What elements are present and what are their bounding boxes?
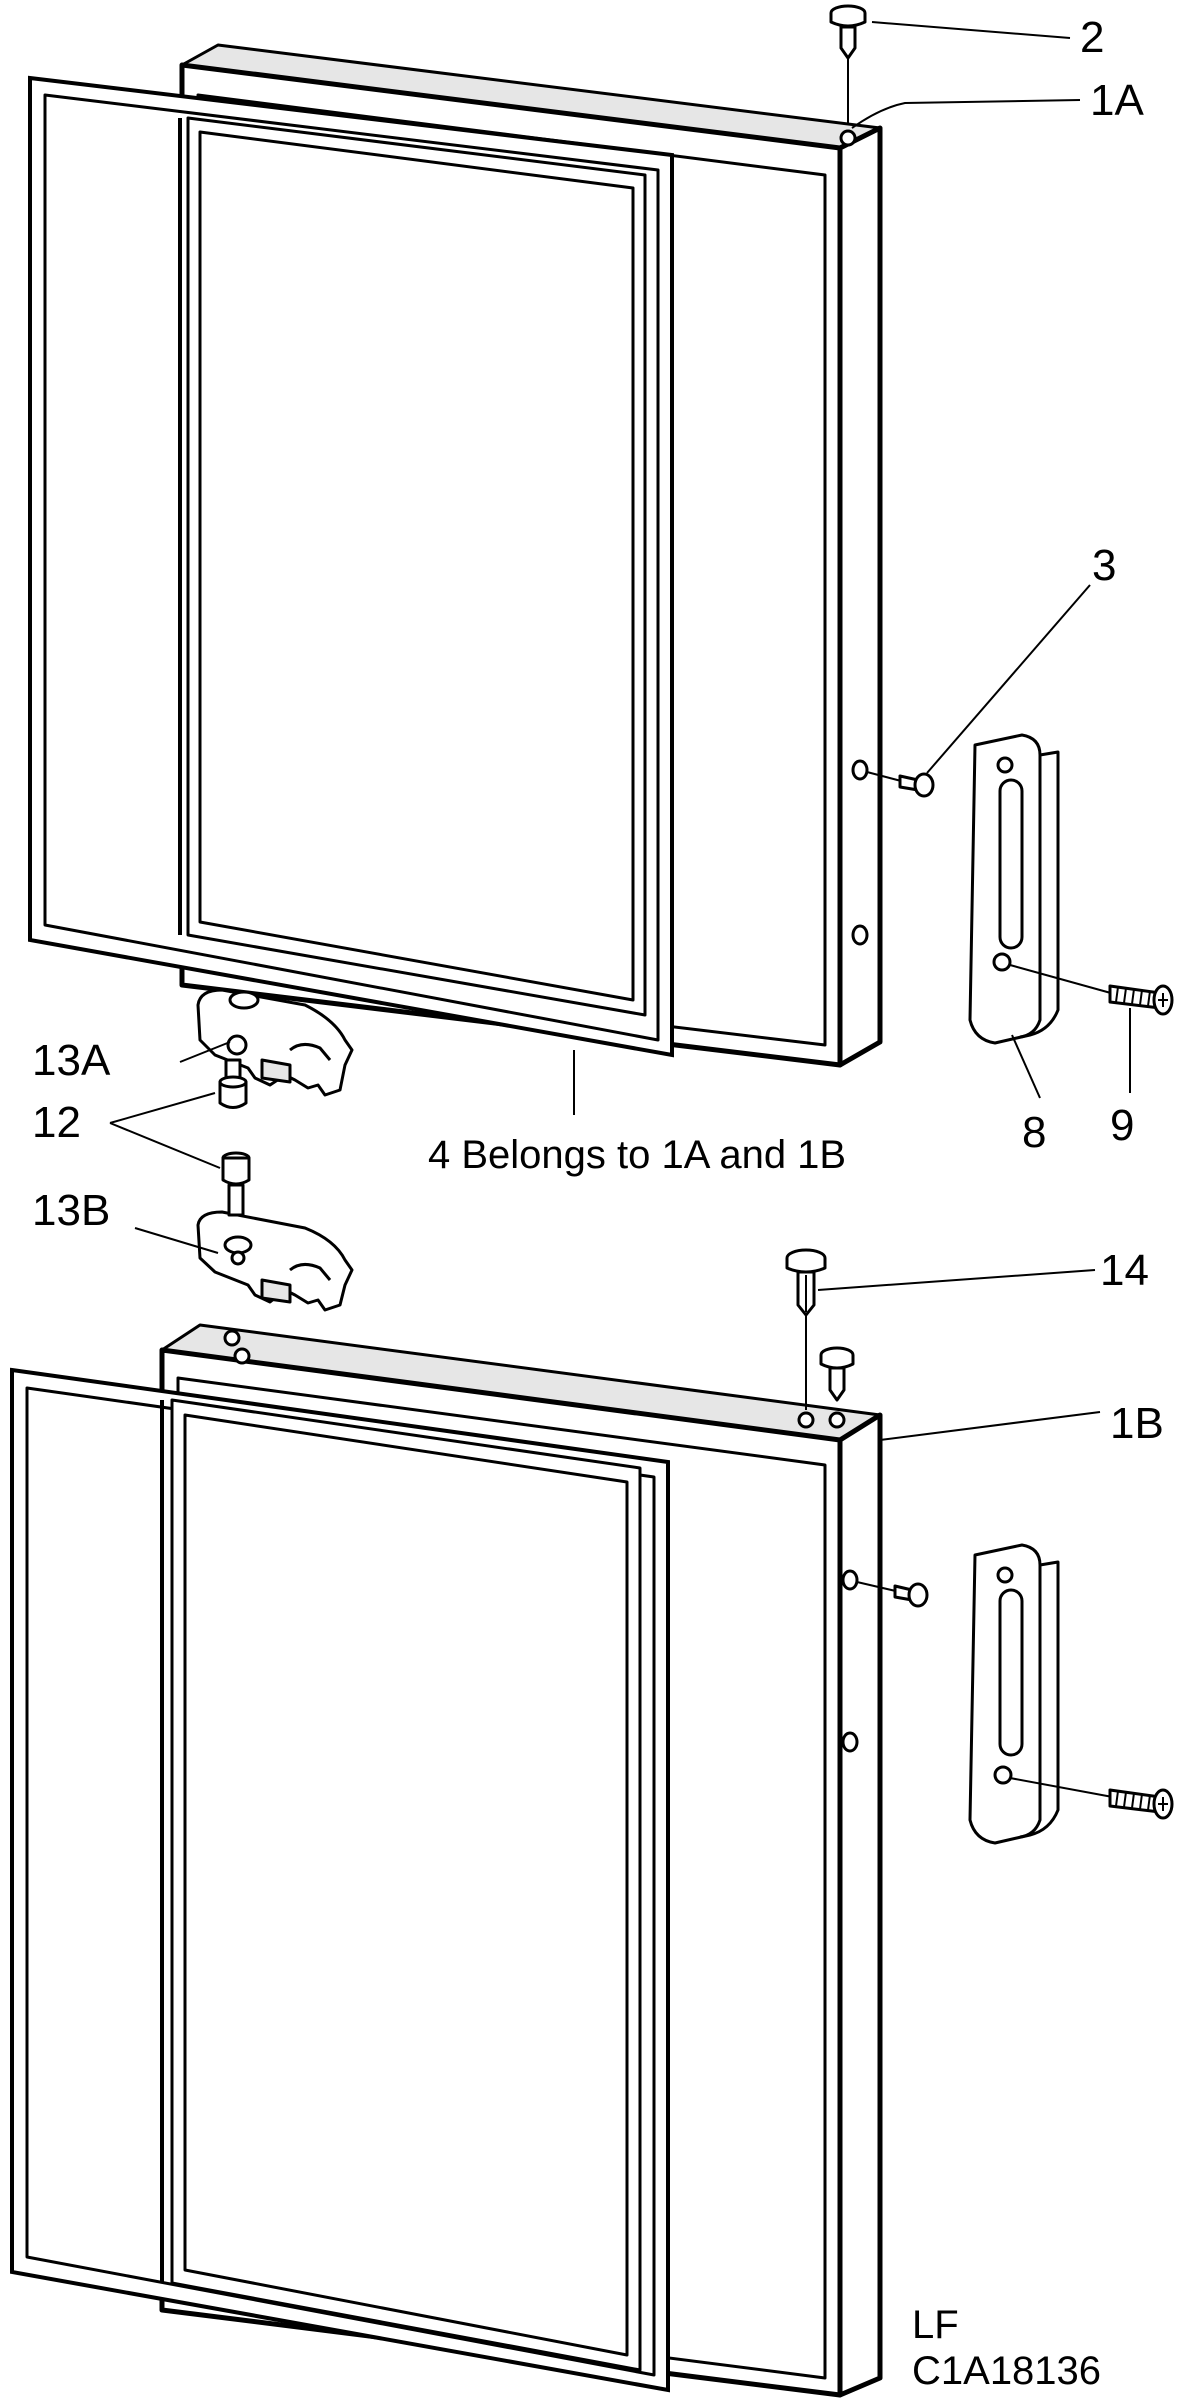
lower-panel-hinge-hole — [797, 1411, 815, 1429]
label-part-9: 9 — [1110, 1101, 1134, 1150]
hinge-bracket-13b-tab — [260, 1278, 292, 1304]
hinge-pin-2 — [829, 4, 867, 125]
latch-screw-9-axis — [1009, 964, 1119, 996]
label-part-3: 3 — [1092, 541, 1116, 590]
lower-gasket — [10, 1367, 670, 2393]
lower-panel-hole-bottom — [841, 1731, 859, 1753]
leader-12-a — [109, 1092, 216, 1124]
upper-panel-hinge-hole — [839, 129, 857, 147]
latch-plate-lower-bottom-hole — [993, 1765, 1013, 1785]
latch-screw-lower-threads — [1115, 1790, 1151, 1811]
leader-lines — [109, 21, 1131, 1441]
upper-gasket-window-inner — [198, 130, 635, 1002]
latch-screw-9 — [1009, 964, 1174, 1016]
latch-screw-9-cross — [1158, 993, 1168, 1007]
latch-screw-9-threads — [1115, 986, 1151, 1007]
label-part-2: 2 — [1080, 13, 1104, 62]
label-part-1a: 1A — [1090, 76, 1144, 125]
lower-gasket-window-inner — [183, 1413, 629, 2357]
bushing-12-upper — [218, 1058, 248, 1109]
upper-panel-side-face — [837, 125, 883, 1068]
callout-labels: 2 1A 3 13A 12 4 Belongs to 1A and 1B 8 9… — [32, 13, 1164, 2393]
hinge-pin-2-cap — [829, 13, 867, 28]
hinge-bracket-13a — [196, 988, 354, 1097]
small-screw-lower — [856, 1581, 929, 1608]
small-screw-lower-axis — [856, 1581, 901, 1593]
latch-plate-lower-top-hole — [996, 1566, 1014, 1584]
upper-panel-hole-top — [851, 759, 869, 781]
latch-plate-8 — [968, 733, 1060, 1045]
latch-plate-lower-body — [968, 1543, 1060, 1845]
lower-gasket-window-outer — [170, 1398, 642, 2372]
label-part-13a: 13A — [32, 1036, 111, 1085]
lower-panel-pin-hole — [828, 1411, 846, 1429]
hinge-bracket-13b — [196, 1210, 354, 1312]
bushing-12-lower — [221, 1151, 251, 1217]
leader-14 — [817, 1269, 1096, 1291]
bushing-12-lower-stud — [227, 1183, 245, 1217]
label-part-8: 8 — [1022, 1108, 1046, 1157]
hinge-bracket-13a-tab — [260, 1058, 292, 1084]
latch-plate-lower-slot — [998, 1588, 1024, 1757]
latch-plate-8-top-hole — [996, 756, 1014, 774]
bushing-12-upper-body — [218, 1080, 248, 1109]
lower-locating-pin-shank — [828, 1366, 846, 1402]
upper-gasket-inner — [43, 93, 660, 1042]
hinge-pin-14 — [785, 1248, 827, 1410]
hinge-bracket-13a-bore — [228, 990, 260, 1010]
footer-code: LF — [912, 2303, 959, 2347]
lower-locating-pin — [819, 1346, 855, 1402]
label-part-4-note: 4 Belongs to 1A and 1B — [428, 1133, 846, 1177]
latch-plate-lower-edge — [1019, 1565, 1042, 1839]
latch-plate-8-body — [968, 733, 1060, 1045]
lower-panel-top-hole-a — [223, 1329, 241, 1347]
bushing-12-upper-top — [218, 1075, 248, 1089]
label-part-14: 14 — [1100, 1246, 1149, 1295]
hinge-bracket-13a-cutout — [289, 1043, 332, 1061]
latch-plate-8-bottom-hole — [992, 952, 1012, 972]
hinge-pin-14-cap — [785, 1258, 827, 1274]
latch-plate-8-slot — [998, 778, 1024, 950]
upper-gasket-4 — [28, 75, 674, 1058]
leader-1a — [851, 99, 1081, 129]
label-part-1b: 1B — [1110, 1399, 1164, 1448]
hinge-bracket-13b-center-hole — [230, 1250, 246, 1266]
bushing-12-lower-body — [221, 1156, 251, 1186]
upper-panel-hole-bottom — [851, 924, 869, 946]
lower-locating-pin-cap — [819, 1355, 855, 1370]
leader-13b — [134, 1227, 219, 1254]
footer-reference: C1A18136 — [912, 2349, 1101, 2393]
hinge-bracket-13a-screw-hole — [226, 1034, 248, 1056]
leader-8 — [1011, 1034, 1041, 1099]
small-screw-3-head — [913, 772, 935, 798]
latch-screw-lower-axis — [1009, 1777, 1119, 1799]
leader-3 — [926, 584, 1091, 774]
hinge-pin-2-shank — [839, 25, 857, 60]
small-screw-lower-head — [907, 1582, 929, 1608]
latch-plate-lower — [968, 1543, 1060, 1845]
leader-2 — [871, 21, 1071, 39]
leader-13a — [179, 1041, 231, 1063]
label-part-12: 12 — [32, 1098, 81, 1147]
leader-12-b — [109, 1122, 221, 1169]
upper-gasket-window-outer — [186, 116, 647, 1017]
lower-panel-hole-top — [841, 1569, 859, 1591]
latch-screw-lower — [1009, 1777, 1174, 1820]
hinge-bracket-13b-cutout — [289, 1263, 332, 1281]
latch-plate-8-edge — [1019, 755, 1042, 1039]
lower-panel-top-hole-b — [233, 1347, 251, 1365]
lower-panel-side-face — [837, 1412, 883, 2398]
leader-1b — [879, 1411, 1101, 1441]
label-part-13b: 13B — [32, 1186, 110, 1235]
small-screw-3 — [866, 771, 935, 798]
latch-screw-lower-cross — [1158, 1797, 1168, 1811]
